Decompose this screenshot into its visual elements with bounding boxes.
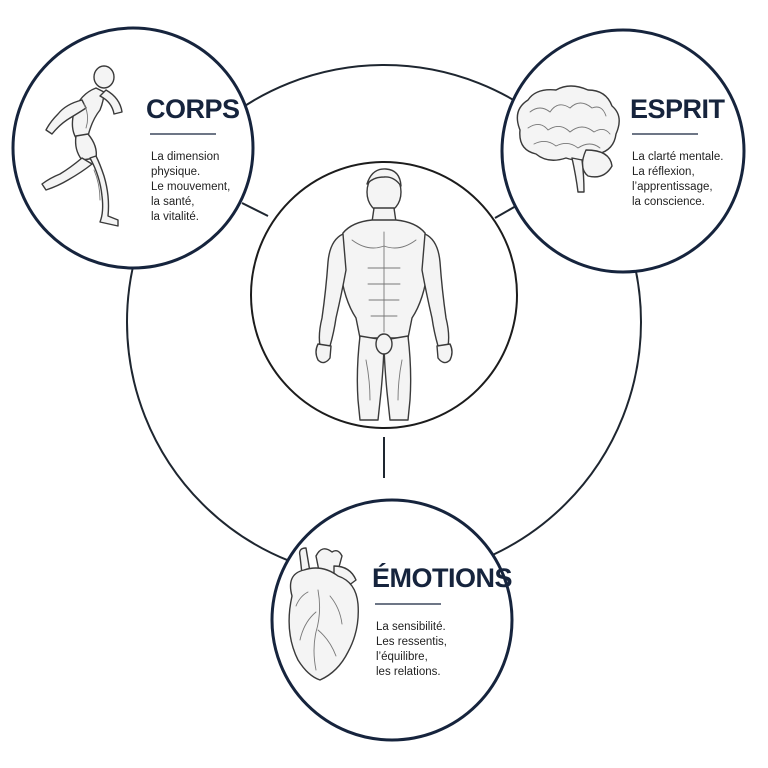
emotions-line-2: Les ressentis, bbox=[376, 636, 447, 648]
connector-corps bbox=[241, 202, 269, 217]
human-anatomy-figure-icon bbox=[315, 168, 453, 421]
connector-esprit bbox=[494, 205, 517, 219]
running-figure-icon bbox=[41, 65, 123, 227]
heart-icon bbox=[288, 547, 359, 681]
corps-title: CORPS bbox=[146, 94, 240, 124]
esprit-line-4: la conscience. bbox=[632, 196, 705, 208]
corps-line-5: la vitalité. bbox=[151, 211, 199, 223]
emotions-line-3: l’équilibre, bbox=[376, 651, 428, 663]
esprit-line-2: La réflexion, bbox=[632, 166, 695, 178]
emotions-title: ÉMOTIONS bbox=[372, 562, 512, 593]
esprit-title: ESPRIT bbox=[630, 94, 726, 124]
corps-line-4: la santé, bbox=[151, 196, 194, 208]
center-node bbox=[250, 161, 518, 429]
emotions-line-1: La sensibilité. bbox=[376, 621, 446, 633]
esprit-line-3: l’apprentissage, bbox=[632, 181, 713, 193]
corps-line-2: physique. bbox=[151, 166, 200, 178]
emotions-line-4: les relations. bbox=[376, 666, 441, 678]
brain-icon bbox=[516, 85, 620, 193]
esprit-line-1: La clarté mentale. bbox=[632, 151, 723, 163]
corps-line-1: La dimension bbox=[151, 151, 219, 163]
node-emotions: ÉMOTIONS La sensibilité. Les ressentis, … bbox=[270, 498, 514, 742]
corps-line-3: Le mouvement, bbox=[151, 181, 230, 193]
node-corps: CORPS La dimension physique. Le mouvemen… bbox=[11, 26, 255, 270]
node-esprit: ESPRIT La clarté mentale. La réflexion, … bbox=[500, 28, 746, 274]
